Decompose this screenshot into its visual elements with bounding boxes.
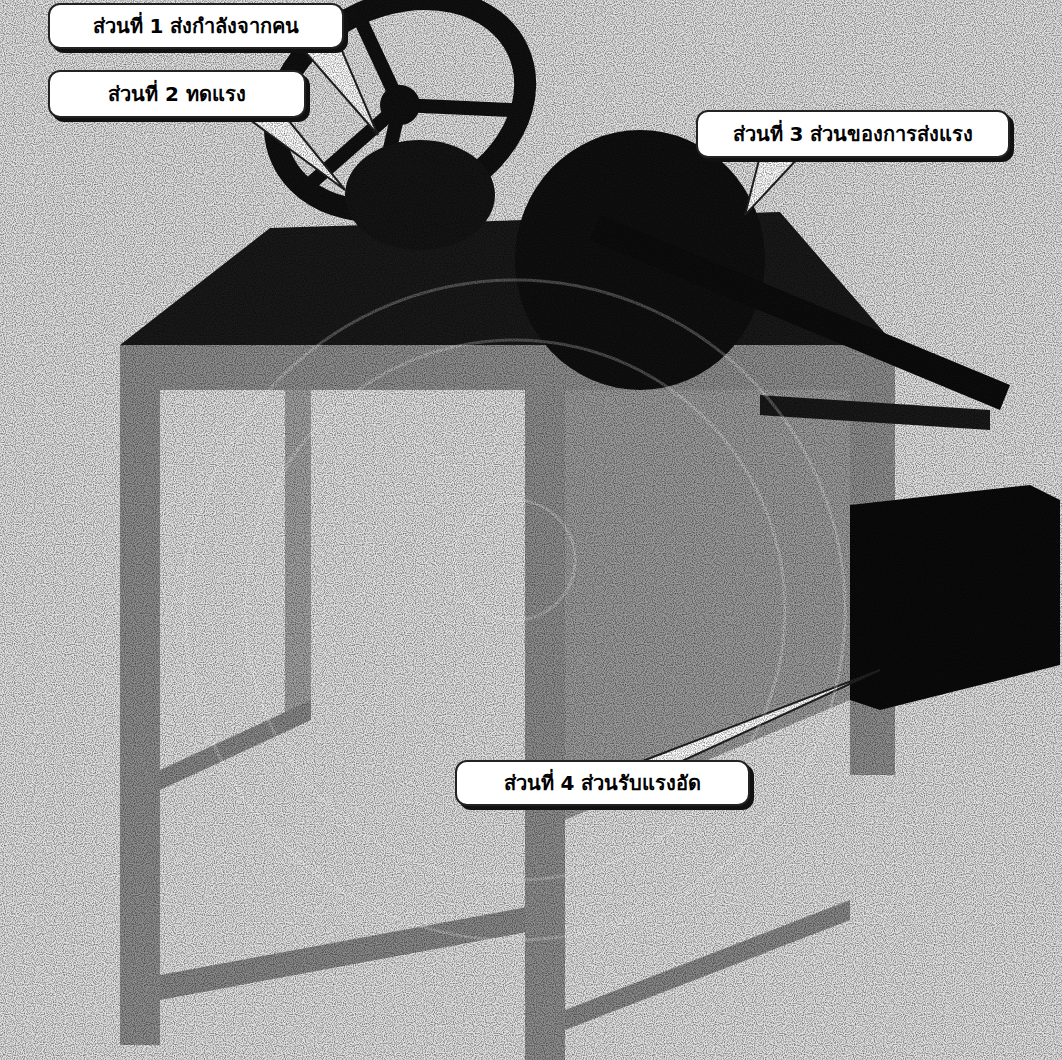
callout-box: ส่วนที่ 4 ส่วนรับแรงอัด xyxy=(455,760,750,806)
callout-text: ส่วนที่ 1 ส่งกำลังจากคน xyxy=(93,10,300,42)
callout-text: ส่วนที่ 3 ส่วนของการส่งแรง xyxy=(733,118,974,150)
callout-text: ส่วนที่ 4 ส่วนรับแรงอัด xyxy=(504,767,702,799)
callout-box: ส่วนที่ 1 ส่งกำลังจากคน xyxy=(48,3,344,49)
callout-box: ส่วนที่ 2 ทดแรง xyxy=(48,70,306,118)
callout-box: ส่วนที่ 3 ส่วนของการส่งแรง xyxy=(696,110,1010,158)
callout-text: ส่วนที่ 2 ทดแรง xyxy=(108,78,246,110)
